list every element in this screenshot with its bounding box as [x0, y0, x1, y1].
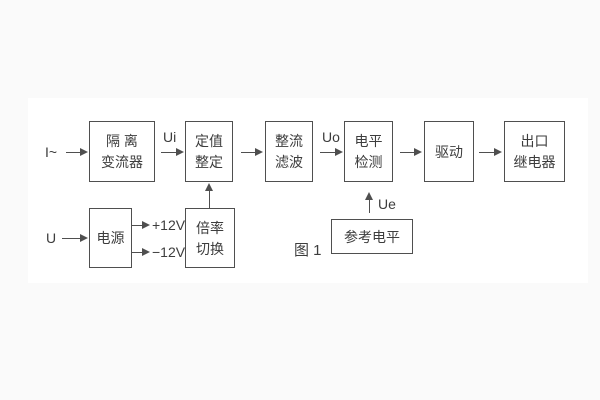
block-reference-level-line1: 参考电平 [344, 228, 400, 245]
block-level-detect-line1: 电平 [354, 133, 383, 149]
label-plus12v: +12V [152, 217, 186, 233]
arrow-power-plus12v-icon [132, 221, 150, 229]
arrow-level-to-drive-icon [400, 148, 422, 156]
arrow-setpoint-to-rectify-icon [241, 148, 263, 156]
arrow-ratio-switch-to-setpoint-icon [205, 183, 213, 208]
arrow-input-voltage-to-power-icon [62, 234, 88, 242]
block-setpoint-adjust: 定值 整定 [185, 121, 233, 182]
label-input-voltage: U [46, 230, 57, 246]
label-uo: Uo [322, 129, 340, 145]
block-output-relay: 出口 继电器 [504, 121, 565, 182]
block-output-relay-line1: 出口 [520, 133, 549, 149]
block-drive-line1: 驱动 [435, 143, 463, 160]
arrow-isolation-to-setpoint-icon [161, 148, 184, 156]
block-level-detect: 电平 检测 [344, 121, 393, 182]
label-minus12v: −12V [152, 244, 186, 260]
block-ratio-switch-line2: 切换 [196, 240, 224, 257]
block-isolation-transformer-line1: 隔 离 [106, 133, 138, 149]
block-power-supply: 电源 [89, 208, 132, 268]
block-level-detect-line2: 检测 [354, 154, 383, 170]
block-reference-level: 参考电平 [331, 219, 413, 254]
block-ratio-switch-line1: 倍率 [196, 219, 224, 236]
block-setpoint-adjust-line1: 定值 [195, 133, 223, 149]
block-isolation-transformer: 隔 离 变流器 [89, 121, 155, 182]
figure-caption: 图 1 [294, 242, 322, 259]
label-input-current: I~ [45, 144, 58, 160]
arrow-power-minus12v-icon [132, 248, 150, 256]
arrow-reference-level-ue-icon [365, 192, 373, 213]
block-setpoint-adjust-line2: 整定 [195, 154, 223, 170]
arrow-input-current-to-isolation-icon [66, 148, 88, 156]
block-output-relay-line2: 继电器 [513, 154, 556, 170]
block-power-supply-line1: 电源 [96, 230, 125, 246]
block-rectify-filter: 整流 滤波 [265, 121, 313, 182]
block-isolation-transformer-line2: 变流器 [101, 154, 143, 170]
block-ratio-switch: 倍率 切换 [185, 208, 235, 268]
arrow-drive-to-output-relay-icon [479, 148, 502, 156]
arrow-rectify-to-level-icon [320, 148, 343, 156]
label-ui: Ui [163, 129, 177, 145]
block-rectify-filter-line2: 滤波 [275, 154, 303, 170]
label-ue: Ue [378, 196, 396, 212]
block-rectify-filter-line1: 整流 [275, 133, 303, 149]
block-drive: 驱动 [424, 121, 474, 182]
